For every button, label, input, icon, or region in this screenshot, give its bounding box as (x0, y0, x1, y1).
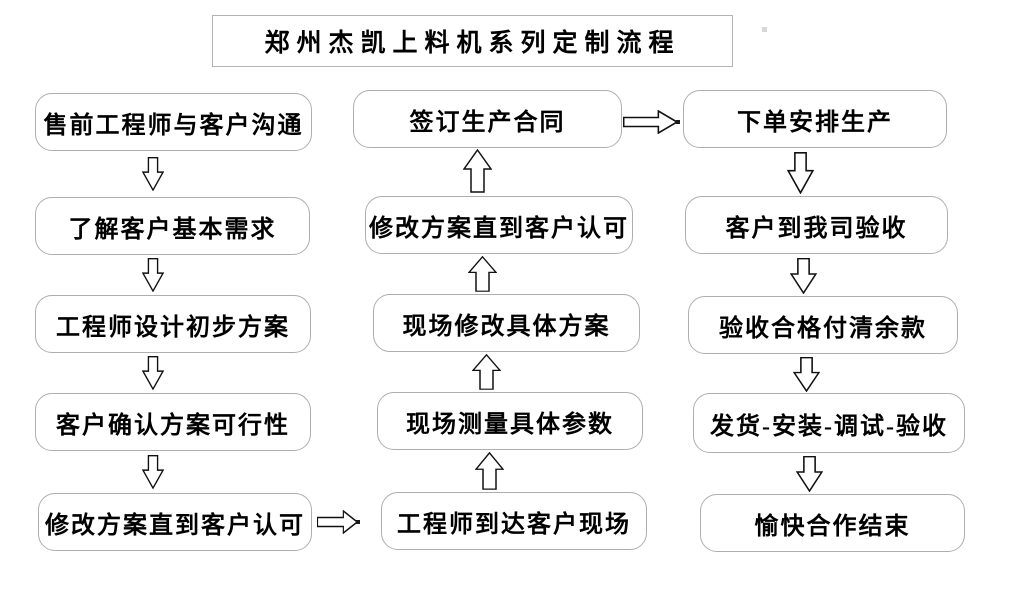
down-arrow-icon (790, 258, 817, 294)
step-understand-needs: 了解客户基本需求 (35, 197, 310, 255)
step-cooperation-end: 愉快合作结束 (700, 494, 965, 552)
step-revise-until-approved-2: 修改方案直到客户认可 (365, 196, 633, 254)
down-arrow-icon (142, 157, 164, 191)
connector-endpoint-dot (356, 520, 360, 524)
down-arrow-icon (142, 258, 164, 292)
step-pay-balance: 验收合格付清余款 (688, 296, 958, 354)
down-arrow-icon (796, 456, 823, 492)
up-arrow-icon (463, 149, 492, 193)
down-arrow-icon (787, 152, 814, 194)
step-sign-contract: 签订生产合同 (353, 90, 622, 148)
down-arrow-icon (142, 157, 164, 191)
up-arrow-icon (472, 354, 501, 390)
down-arrow-icon (790, 258, 817, 294)
step-measure-parameters: 现场测量具体参数 (377, 392, 643, 450)
right-arrow-icon (623, 110, 678, 134)
up-arrow-icon (463, 149, 492, 193)
down-arrow-icon (793, 357, 820, 392)
down-arrow-icon (787, 152, 814, 194)
right-arrow-icon (317, 510, 358, 534)
up-arrow-icon (475, 452, 504, 490)
down-arrow-icon (142, 455, 164, 489)
up-arrow-icon (468, 256, 497, 292)
connector-endpoint-dot (676, 120, 680, 124)
down-arrow-icon (796, 456, 823, 492)
down-arrow-icon (142, 258, 164, 292)
down-arrow-icon (142, 455, 164, 489)
stray-anchor-dot (762, 27, 767, 32)
down-arrow-icon (142, 356, 164, 390)
step-confirm-feasibility: 客户确认方案可行性 (35, 393, 311, 451)
step-initial-design: 工程师设计初步方案 (35, 295, 311, 353)
step-engineer-arrives-site: 工程师到达客户现场 (381, 492, 647, 550)
step-place-order: 下单安排生产 (683, 90, 947, 148)
up-arrow-icon (468, 256, 497, 292)
step-modify-plan-onsite: 现场修改具体方案 (373, 294, 640, 352)
up-arrow-icon (475, 452, 504, 490)
step-ship-install-debug-accept: 发货-安装-调试-验收 (693, 393, 965, 453)
step-customer-acceptance: 客户到我司验收 (685, 196, 948, 254)
step-revise-until-approved: 修改方案直到客户认可 (38, 493, 312, 551)
down-arrow-icon (142, 356, 164, 390)
diagram-title: 郑州杰凯上料机系列定制流程 (212, 15, 733, 67)
down-arrow-icon (793, 357, 820, 392)
step-presale-communication: 售前工程师与客户沟通 (35, 93, 312, 151)
right-arrow-icon (317, 510, 358, 534)
up-arrow-icon (472, 354, 501, 390)
right-arrow-icon (623, 110, 678, 134)
